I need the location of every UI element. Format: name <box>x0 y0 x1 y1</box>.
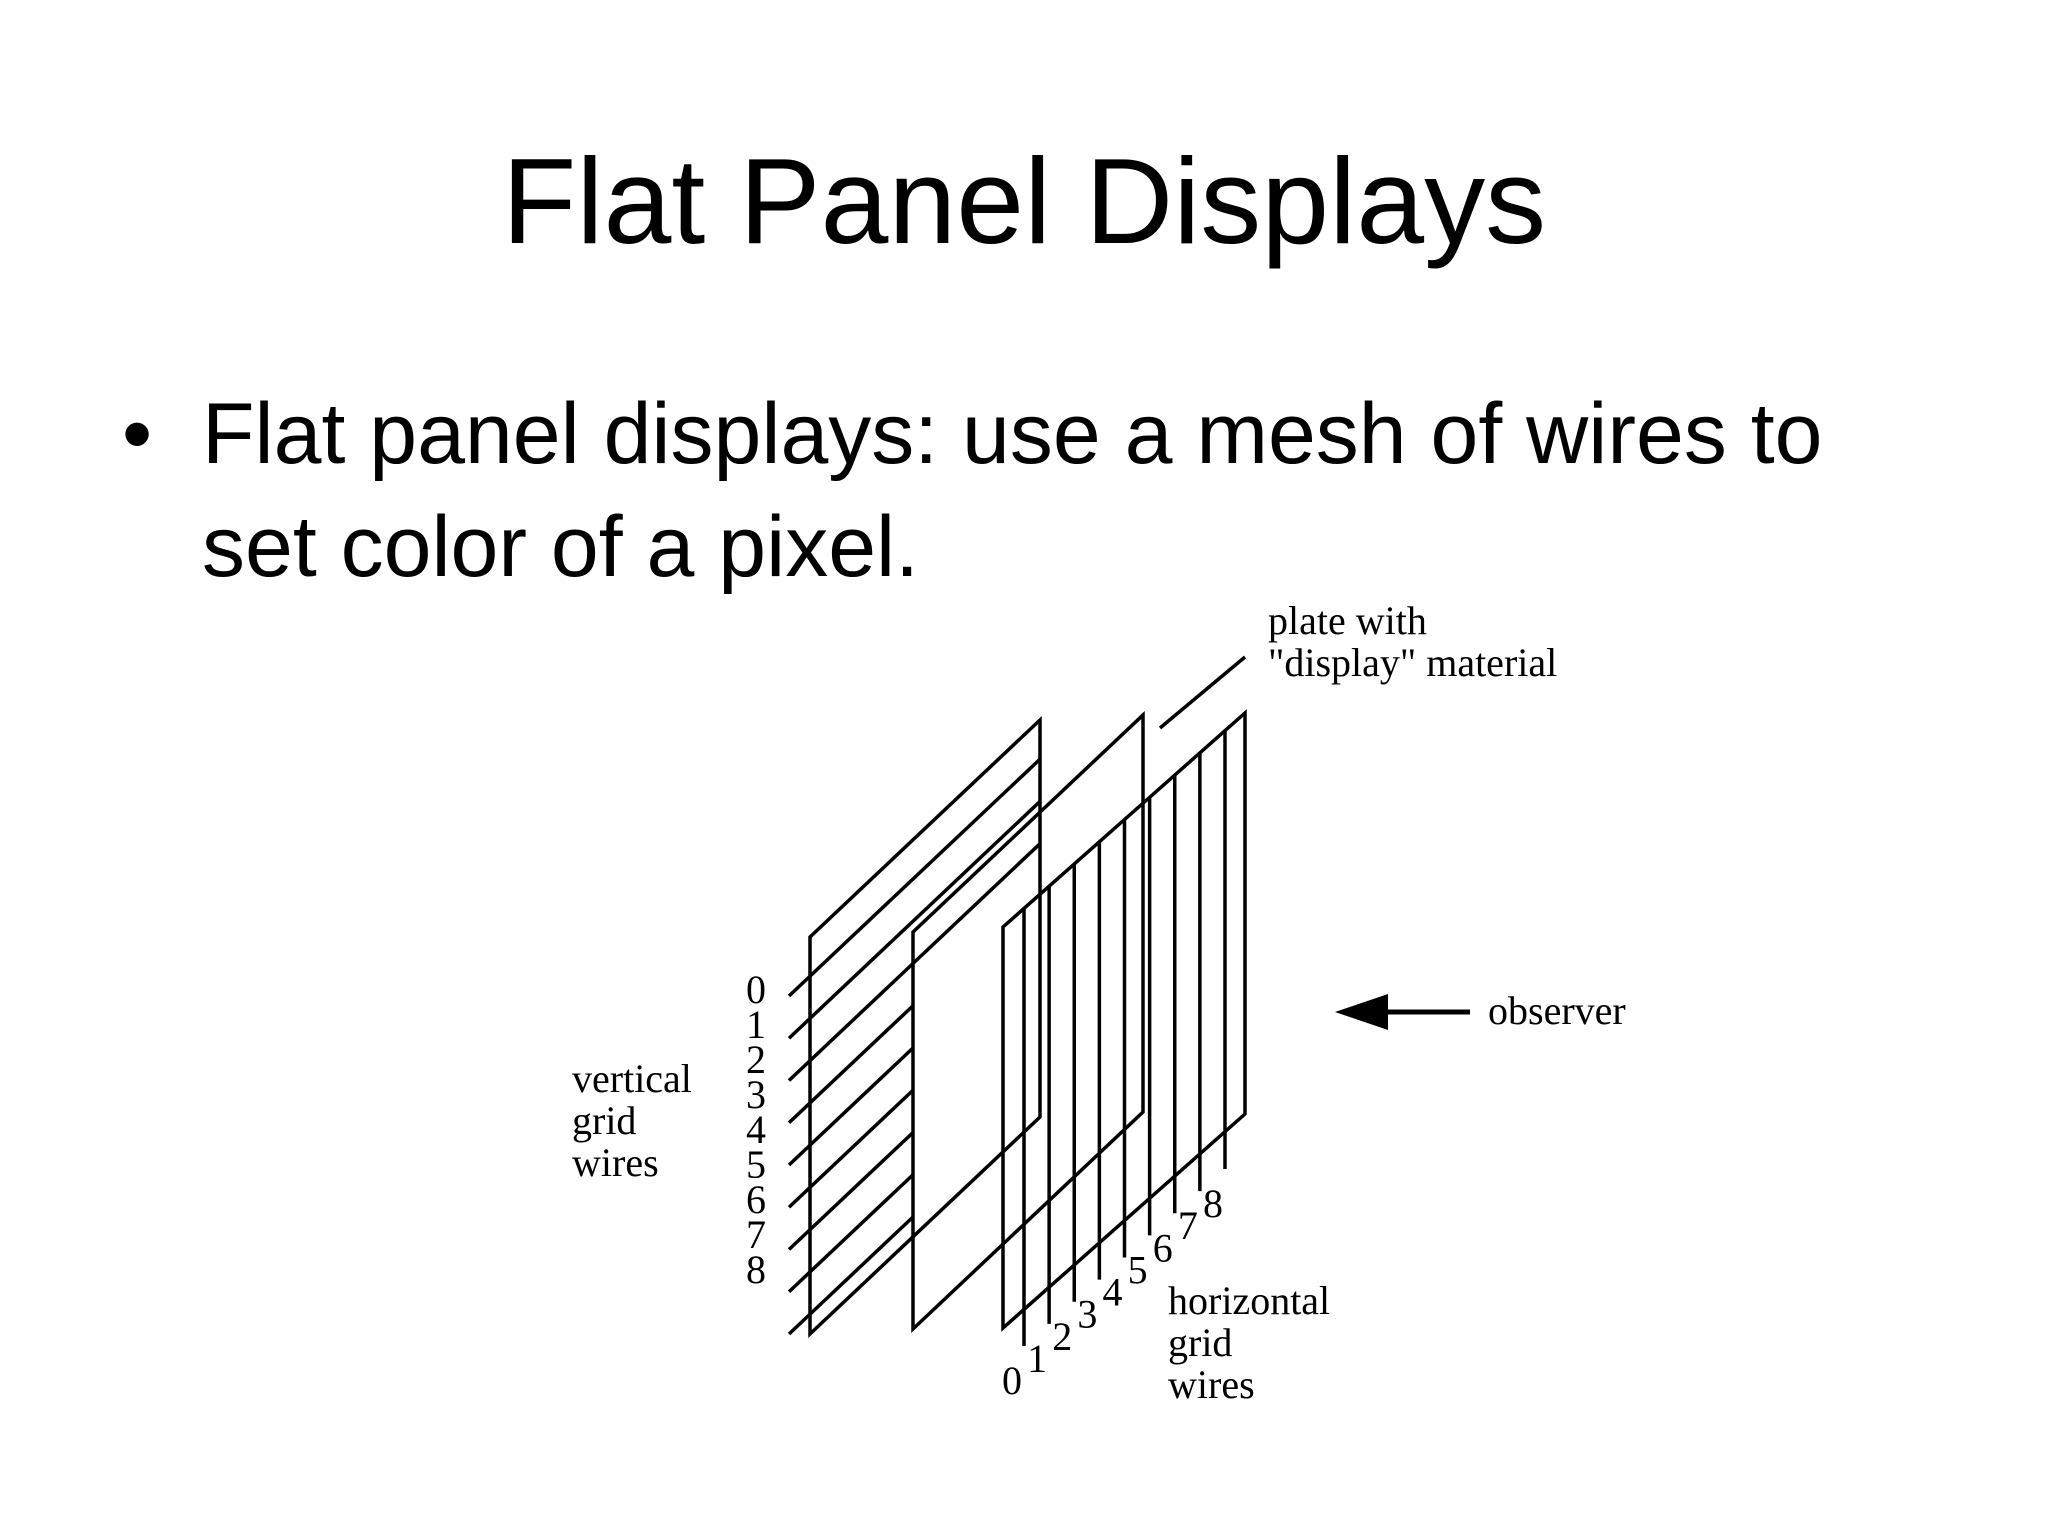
vertical-label-line-3: wires <box>572 1140 659 1185</box>
observer-label: observer <box>1488 988 1626 1033</box>
horizontal-wire-number: 8 <box>1203 1181 1223 1226</box>
plate-label-line-1: plate with <box>1268 598 1427 643</box>
vertical-wire-number: 0 <box>746 967 766 1012</box>
horizontal-wire-number: 2 <box>1052 1314 1072 1359</box>
vertical-grid-wire <box>787 757 1042 998</box>
vertical-wire-number: 4 <box>746 1107 766 1152</box>
plate-label-line-2: "display" material <box>1268 640 1557 685</box>
bullet-item: • Flat panel displays: use a mesh of wir… <box>122 378 2022 604</box>
horizontal-wire-number: 1 <box>1027 1336 1047 1381</box>
vertical-wire-number: 5 <box>746 1142 766 1187</box>
vertical-wire-number: 6 <box>746 1177 766 1222</box>
horizontal-wire-number: 5 <box>1128 1247 1148 1292</box>
back-plate <box>808 715 1042 1339</box>
horizontal-wire-number: 3 <box>1077 1292 1097 1337</box>
observer-arrow <box>1335 994 1470 1030</box>
slide-title: Flat Panel Displays <box>501 133 1547 269</box>
vertical-grid-wire <box>787 800 1042 1040</box>
vertical-grid-wire <box>787 1046 915 1167</box>
display-material-plate <box>911 710 1145 1334</box>
vertical-grid-wire <box>787 1173 915 1294</box>
horizontal-wire-number: 0 <box>1002 1358 1022 1403</box>
vertical-label-line-1: vertical <box>572 1056 692 1101</box>
front-plate <box>1001 709 1247 1332</box>
vertical-wire-number: 2 <box>746 1037 766 1082</box>
bullet-line-2: set color of a pixel. <box>202 499 920 595</box>
vertical-grid-wire <box>787 1215 915 1336</box>
vertical-grid-wire <box>787 1088 915 1209</box>
bullet-line-1: Flat panel displays: use a mesh of wires… <box>202 386 1823 482</box>
horizontal-label-line-2: grid <box>1168 1320 1232 1365</box>
horizontal-grid-wires <box>1022 730 1227 1346</box>
horizontal-label-line-1: horizontal <box>1168 1278 1330 1323</box>
bullet-list: • Flat panel displays: use a mesh of wir… <box>122 378 2022 604</box>
vertical-grid-wires <box>787 757 1042 1336</box>
vertical-grid-wire <box>787 1004 915 1125</box>
vertical-wire-number: 7 <box>746 1212 766 1257</box>
vertical-label-line-2: grid <box>572 1098 636 1143</box>
horizontal-wire-number: 7 <box>1178 1203 1198 1248</box>
plate-pointer-line <box>1158 655 1247 730</box>
bullet-dot: • <box>122 386 153 482</box>
vertical-wire-number: 1 <box>746 1002 766 1047</box>
horizontal-wire-number: 4 <box>1103 1270 1123 1315</box>
vertical-wire-number: 3 <box>746 1072 766 1117</box>
horizontal-label-line-3: wires <box>1168 1362 1255 1407</box>
vertical-wire-number: 8 <box>746 1247 766 1292</box>
horizontal-wire-number: 6 <box>1153 1225 1173 1270</box>
vertical-grid-wire <box>787 1131 915 1251</box>
vertical-grid-wire <box>787 842 1042 1082</box>
